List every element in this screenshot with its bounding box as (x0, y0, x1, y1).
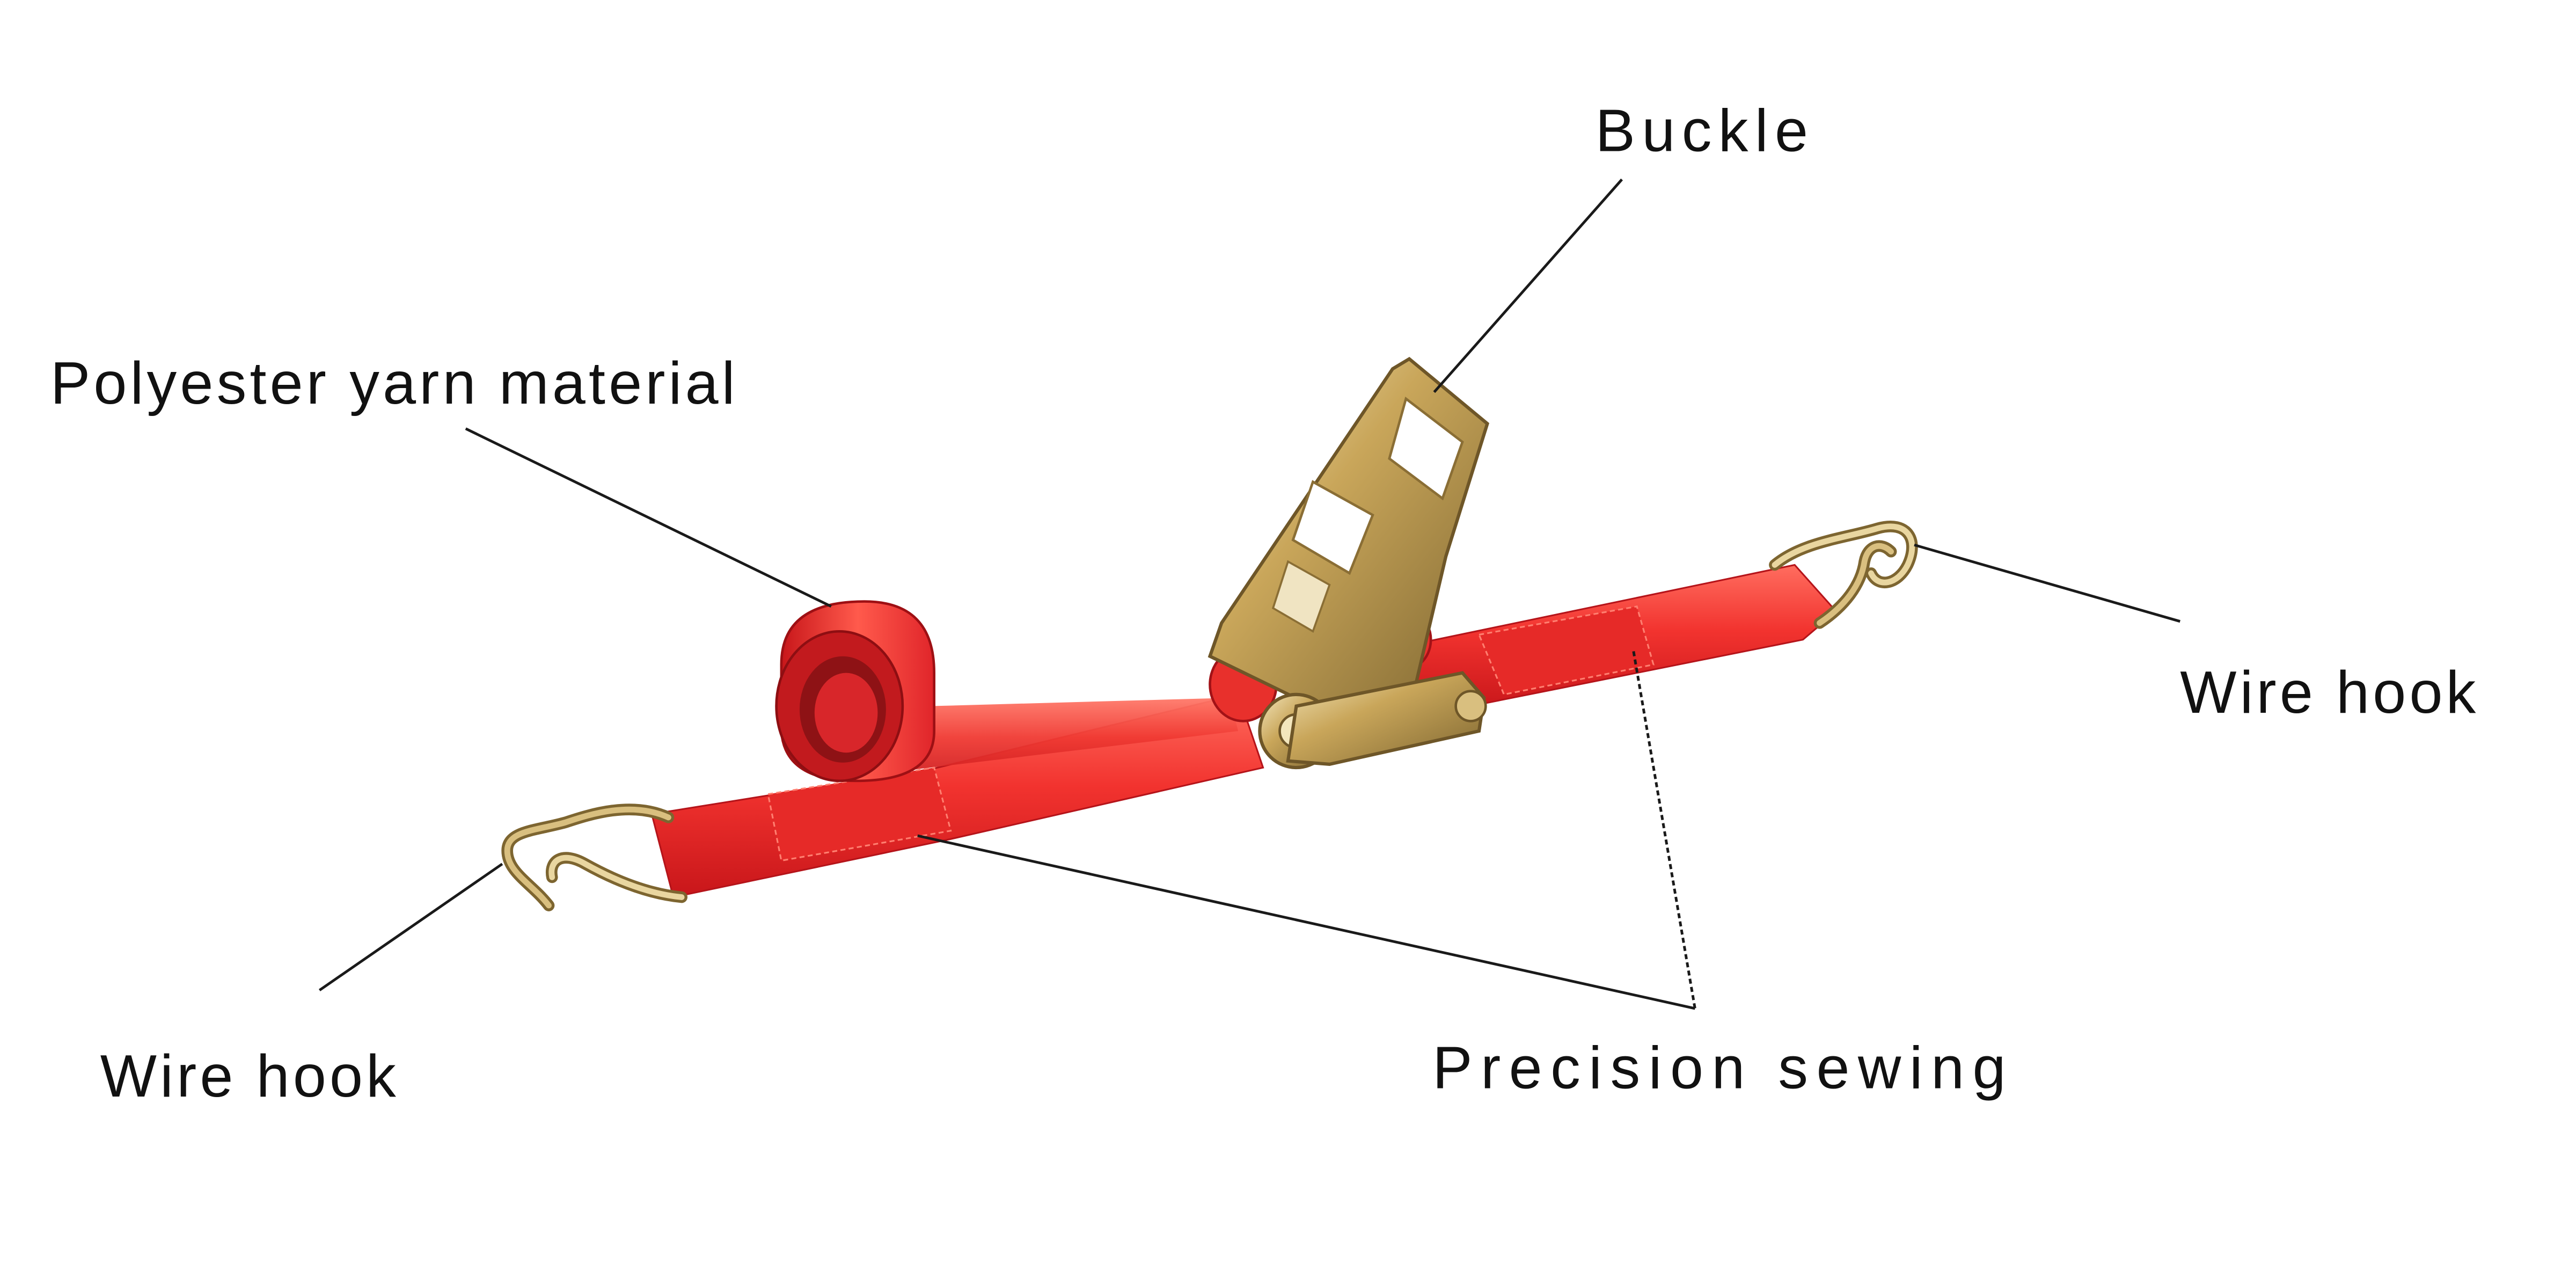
label-wire-hook-right: Wire hook (2180, 659, 2479, 726)
ratchet-buckle-icon (1208, 356, 1490, 770)
leader-sewing-right (1632, 651, 1696, 1009)
sewing-patch-right (1477, 605, 1655, 696)
leader-sewing-left (917, 834, 1695, 1010)
label-polyester-yarn-material: Polyester yarn material (50, 349, 738, 417)
leader-wire-hook-left (318, 863, 503, 991)
j-wire-hook-icon-left (501, 803, 688, 911)
strap-roll-icon (775, 600, 935, 783)
leader-lines (318, 178, 2180, 1010)
label-buckle: Buckle (1596, 97, 1815, 164)
label-precision-sewing: Precision sewing (1432, 1034, 2014, 1101)
leader-buckle (1433, 178, 1623, 393)
j-wire-hook-icon-right (1769, 520, 1918, 629)
leader-polyester (465, 427, 832, 608)
leader-wire-hook-right (1914, 543, 2180, 623)
callout-labels: Buckle Polyester yarn material Wire hook… (50, 97, 2479, 1109)
label-wire-hook-left: Wire hook (100, 1042, 399, 1109)
ratchet-strap-image (501, 356, 1918, 911)
